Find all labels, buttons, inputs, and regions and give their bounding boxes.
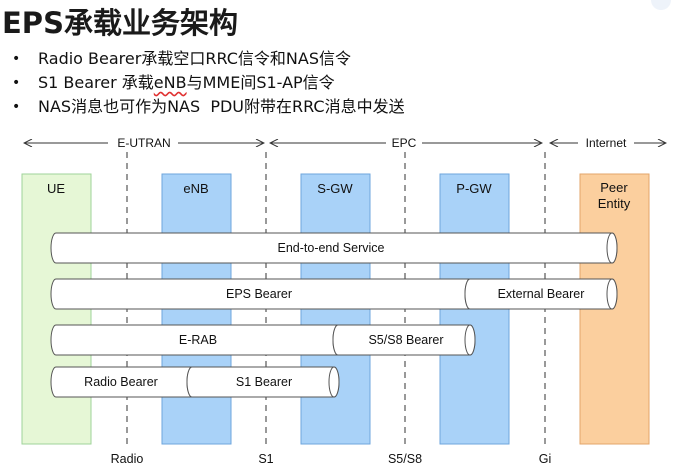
interface-label-s1: S1 xyxy=(258,452,273,466)
pipe-s1 xyxy=(186,366,340,398)
pipe-label-erab: E-RAB xyxy=(179,333,217,347)
corner-decoration xyxy=(651,0,671,10)
interface-label-gi: Gi xyxy=(539,452,552,466)
interface-label-radio: Radio xyxy=(111,452,144,466)
node-label-sgw: S-GW xyxy=(317,181,353,196)
pipe-label-end-to-end: End-to-end Service xyxy=(277,241,384,255)
node-label-pgw: P-GW xyxy=(456,181,492,196)
domain-label-eutran: E-UTRAN xyxy=(117,136,170,150)
node-label-ue: UE xyxy=(47,181,65,196)
page-title: EPS承载业务架构 xyxy=(2,6,238,40)
bullet-text-pre: S1 Bearer 承载 xyxy=(38,73,154,92)
bullet-item: • S1 Bearer 承载eNB与MME间S1-AP信令 xyxy=(10,71,405,95)
node-label-peer-line2: Entity xyxy=(598,196,631,211)
domain-label-internet: Internet xyxy=(586,136,627,150)
pipe-label-eps: EPS Bearer xyxy=(226,287,292,301)
interface-label-s5s8: S5/S8 xyxy=(388,452,422,466)
bullet-dot-icon: • xyxy=(12,51,21,67)
pipe-end-to-end xyxy=(50,232,618,264)
bullet-text: NAS消息也可作为NAS PDU附带在RRC消息中发送 xyxy=(38,97,405,116)
node-label-peer-line1: Peer xyxy=(600,180,628,195)
pipe-label-radio: Radio Bearer xyxy=(84,375,158,389)
pipe-external xyxy=(464,278,618,310)
node-label-enb: eNB xyxy=(183,181,208,196)
bullet-dot-icon: • xyxy=(12,75,21,91)
pipe-label-external: External Bearer xyxy=(498,287,585,301)
bullet-item: • NAS消息也可作为NAS PDU附带在RRC消息中发送 xyxy=(10,95,405,119)
bullet-list: • Radio Bearer承载空口RRC信令和NAS信令 • S1 Beare… xyxy=(10,47,405,119)
bullet-text-underlined: eNB xyxy=(153,73,187,92)
bullet-text-post: 与MME间S1-AP信令 xyxy=(186,73,335,92)
domain-label-epc: EPC xyxy=(392,136,417,150)
pipe-s5s8 xyxy=(332,324,476,356)
pipe-label-s5s8: S5/S8 Bearer xyxy=(368,333,443,347)
pipe-label-s1: S1 Bearer xyxy=(236,375,292,389)
bullet-dot-icon: • xyxy=(12,99,21,115)
bullet-text: Radio Bearer承载空口RRC信令和NAS信令 xyxy=(38,49,352,68)
bullet-item: • Radio Bearer承载空口RRC信令和NAS信令 xyxy=(10,47,405,71)
